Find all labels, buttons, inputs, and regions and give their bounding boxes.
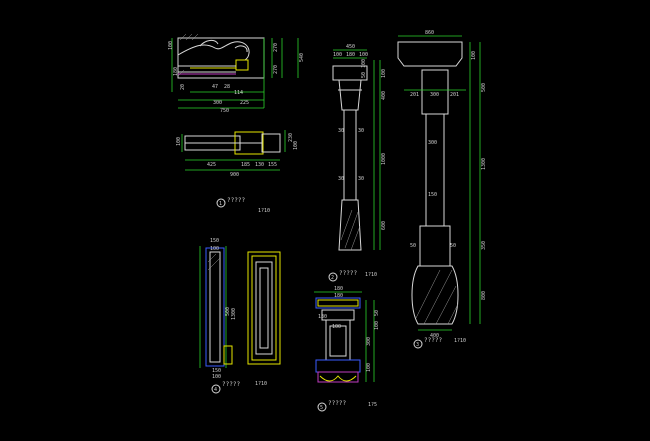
dim-4-500: 500 — [225, 307, 231, 316]
dim-2-r100: 100 — [381, 69, 387, 78]
dim-1e-230: 230 — [288, 133, 294, 142]
dim-4-100b: 100 — [212, 374, 221, 380]
dim-4-150: 150 — [210, 238, 219, 244]
detail-4-marker-circle — [211, 384, 221, 394]
dim-1e-100-a: 100 — [176, 137, 182, 146]
dim-1e-130: 130 — [255, 162, 264, 168]
dim-5-100: 100 — [332, 324, 341, 330]
detail-5-post: 180 180 130 100 50 100 300 100 5 ????? 1… — [314, 286, 380, 412]
dim-4-150b: 150 — [212, 368, 221, 374]
dim-2-r600: 600 — [381, 221, 387, 230]
dim-1e-900: 900 — [230, 172, 239, 178]
dim-3-m50-b: 50 — [450, 243, 456, 249]
dim-3-m150: 150 — [428, 192, 437, 198]
dim-3-r800: 800 — [481, 291, 487, 300]
dim-3-201-a: 201 — [410, 92, 419, 98]
detail-1-scale: 1?10 — [258, 208, 270, 214]
dim-1-300: 300 — [213, 100, 222, 106]
detail-3-caption: ????? — [424, 337, 442, 344]
dim-1-47: 47 — [212, 84, 218, 90]
dim-4-100: 100 — [210, 246, 219, 252]
dim-5-50: 50 — [374, 310, 380, 316]
dim-2-100-b: 100 — [359, 52, 368, 58]
detail-1-elevation-view: 425 185 130 155 900 230 100 100 — [176, 130, 299, 178]
dim-1-270-a: 270 — [273, 43, 279, 52]
dim-1-28: 28 — [224, 84, 230, 90]
dim-1-20: 20 — [180, 84, 186, 90]
dim-5-300: 300 — [366, 337, 372, 346]
dim-2-30-b: 30 — [358, 128, 364, 134]
detail-2-scale: 1?10 — [365, 272, 377, 278]
dim-3-201-b: 201 — [450, 92, 459, 98]
dim-3-300: 300 — [430, 92, 439, 98]
dim-5-180-a: 180 — [334, 286, 343, 292]
dim-2-30-d: 30 — [358, 176, 364, 182]
detail-5-marker: 5 — [320, 405, 323, 411]
dim-1e-425: 425 — [207, 162, 216, 168]
dim-1-100: 100 — [168, 41, 174, 50]
dim-2-mid100: 100 — [361, 59, 367, 68]
detail-4-caption: ????? — [222, 381, 240, 388]
detail-1-marker: 1 — [219, 201, 222, 207]
dim-5-180-b: 180 — [334, 293, 343, 299]
dim-5-100-b: 100 — [374, 321, 380, 330]
dim-3-m50-a: 50 — [410, 243, 416, 249]
detail-4-marker: 4 — [214, 387, 217, 393]
detail-2-marker: 2 — [331, 275, 334, 281]
dim-1-540: 540 — [299, 53, 305, 62]
dim-3-m300: 300 — [428, 140, 437, 146]
dim-1e-185: 185 — [241, 162, 250, 168]
detail-1-caption: ????? — [227, 197, 245, 204]
dim-5-100-c: 100 — [366, 363, 372, 372]
detail-3-column: 860 201 300 201 100 500 1300 350 800 300… — [397, 30, 487, 349]
dim-2-180: 180 — [346, 52, 355, 58]
detail-1-plan-view: 750 300 225 47 28 114 270 540 270 100 18… — [168, 33, 305, 114]
detail-1-bracket: 750 300 225 47 28 114 270 540 270 100 18… — [168, 33, 305, 214]
dim-5-130: 130 — [318, 314, 327, 320]
detail-5-caption: ????? — [328, 400, 346, 407]
dim-3-r100: 100 — [471, 51, 477, 60]
detail-3-scale: 1?10 — [454, 338, 466, 344]
dim-1-114: 114 — [234, 90, 243, 96]
dim-1-750: 750 — [220, 108, 229, 114]
dim-4-1300: 1300 — [231, 308, 237, 320]
detail-2-column: 450 100 180 100 100 400 1000 600 30 30 3… — [328, 44, 387, 282]
detail-4-scale: 1?10 — [255, 381, 267, 387]
dim-1-270-b: 270 — [273, 65, 279, 74]
dim-3-r1300: 1300 — [481, 158, 487, 170]
dim-1-180: 180 — [173, 67, 179, 76]
dim-1e-155: 155 — [268, 162, 277, 168]
dim-1e-100-b: 100 — [293, 141, 299, 150]
detail-4-panel: 150 100 500 1300 150 100 4 ????? 1?10 — [199, 238, 281, 394]
dim-2-450: 450 — [346, 44, 355, 50]
detail-2-caption: ????? — [339, 270, 357, 277]
dim-2-30-a: 30 — [338, 128, 344, 134]
dim-2-r1000: 1000 — [381, 153, 387, 165]
dim-2-100-a: 100 — [333, 52, 342, 58]
dim-3-860: 860 — [425, 30, 434, 36]
detail-3-marker-circle — [413, 339, 423, 349]
dim-3-r350: 350 — [481, 241, 487, 250]
detail-1-marker-circle — [216, 198, 226, 208]
dim-3-b400: 400 — [430, 333, 439, 339]
detail-5-marker-circle — [317, 402, 327, 412]
dim-2-30-c: 30 — [338, 176, 344, 182]
dim-2-mid50: 50 — [361, 72, 367, 78]
detail-5-scale: 1?5 — [368, 402, 377, 408]
detail-2-marker-circle — [328, 272, 338, 282]
dim-3-r500: 500 — [481, 83, 487, 92]
dim-2-r400: 400 — [381, 91, 387, 100]
dim-1-225: 225 — [240, 100, 249, 106]
detail-3-marker: 3 — [416, 342, 419, 348]
